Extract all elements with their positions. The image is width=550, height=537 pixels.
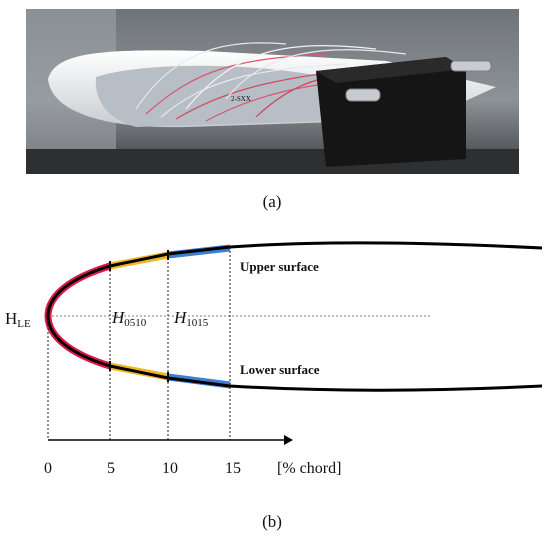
tick-label-5: 5 — [107, 460, 115, 477]
leading-edge-diagram: 0 5 10 15 [% chord] HLE H0510 H1015 Uppe… — [5, 241, 543, 477]
tick-label-15: 15 — [225, 460, 241, 477]
lower-surface-outline — [46, 315, 543, 392]
upper-surface-label: Upper surface — [240, 259, 319, 274]
upper-surface-outline — [46, 241, 543, 317]
h0510-label: H0510 — [111, 308, 147, 329]
caption-a: (a) — [262, 192, 282, 211]
model-label: 2-SXX — [231, 95, 251, 103]
lower-surface-label: Lower surface — [240, 362, 320, 377]
hle-label: HLE — [5, 309, 31, 330]
caption-b: (b) — [262, 512, 282, 531]
axis-arrowhead — [284, 435, 293, 445]
tick-label-0: 0 — [44, 460, 52, 477]
airfoil-model-photo: 2-SXX — [26, 9, 519, 174]
h1015-label: H1015 — [173, 308, 209, 329]
axis-unit-label: [% chord] — [277, 460, 341, 477]
tick-label-10: 10 — [162, 460, 178, 477]
